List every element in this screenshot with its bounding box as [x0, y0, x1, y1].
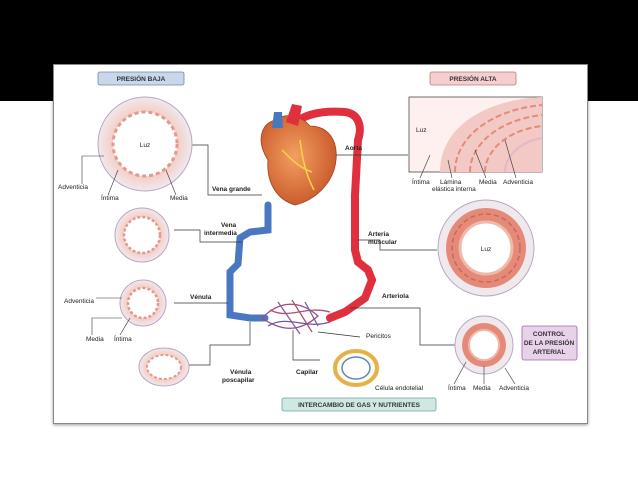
label-vena-intermedia-1: Vena [221, 222, 237, 229]
header-low-pressure: PRESIÓN BAJA [97, 71, 185, 86]
label-intima-top: Íntima [101, 193, 119, 202]
label-venula: Vénula [190, 294, 212, 301]
label-adventicia-bottom: Adventicia [64, 298, 94, 305]
label-venula-poscapilar-1: Vénula [230, 369, 252, 376]
label-adventicia-aorta: Adventicia [503, 179, 533, 186]
svg-text:CONTROL: CONTROL [533, 331, 565, 338]
svg-text:PRESIÓN ALTA: PRESIÓN ALTA [449, 74, 496, 83]
label-media-bottom: Media [86, 336, 104, 343]
label-media-top: Media [170, 195, 188, 202]
vein-large-cross-section: Luz [97, 96, 193, 192]
label-capilar: Capilar [296, 369, 319, 376]
svg-text:PRESIÓN BAJA: PRESIÓN BAJA [117, 74, 166, 83]
svg-text:Luz: Luz [481, 246, 491, 253]
svg-text:DE LA PRESIÓN: DE LA PRESIÓN [524, 338, 575, 347]
label-adventicia-top: Adventicia [58, 184, 88, 191]
label-aorta: Aorta [345, 145, 362, 152]
header-exchange: INTERCAMBIO DE GAS Y NUTRIENTES [281, 397, 437, 412]
header-control-pressure: CONTROL DE LA PRESIÓN ARTERIAL [521, 325, 578, 361]
label-lamina-2: elástica interna [432, 186, 476, 193]
svg-text:Luz: Luz [140, 142, 150, 149]
label-vena-grande: Vena grande [212, 186, 251, 193]
label-arteria-muscular-1: Arteria [368, 231, 389, 238]
label-celula-endotelial: Célula endotelial [375, 385, 424, 392]
label-intima-aorta: Íntima [412, 177, 430, 186]
layer-leader-lines [81, 139, 517, 385]
venule-cross-section [119, 279, 167, 327]
muscular-artery-cross-section: Luz [437, 199, 535, 297]
arterial-path [286, 107, 377, 322]
label-vena-intermedia-2: intermedia [204, 230, 237, 237]
vein-intermediate-cross-section [114, 207, 170, 263]
svg-text:INTERCAMBIO DE GAS Y NUTRIENTE: INTERCAMBIO DE GAS Y NUTRIENTES [298, 402, 420, 409]
svg-text:ARTERIAL: ARTERIAL [533, 349, 566, 356]
label-arteriola: Arteriola [382, 293, 409, 300]
heart [260, 104, 337, 206]
label-arteria-muscular-2: muscular [368, 239, 397, 246]
capillary-bed [260, 299, 331, 335]
svg-text:Luz: Luz [416, 127, 426, 134]
postcapillary-venule-cross-section [138, 347, 190, 387]
label-pericitos: Pericitos [366, 333, 392, 340]
venous-path [226, 201, 272, 322]
capillary-cross-section [333, 349, 379, 387]
aorta-wall-detail: Luz [408, 96, 543, 173]
label-media-arteriole: Media [473, 385, 491, 392]
label-adventicia-arteriole: Adventicia [499, 385, 529, 392]
label-venula-poscapilar-2: poscapilar [222, 377, 255, 384]
arteriole-cross-section [454, 315, 514, 375]
label-media-aorta: Media [479, 179, 497, 186]
header-high-pressure: PRESIÓN ALTA [429, 71, 517, 86]
connector-lines [174, 144, 455, 366]
label-lamina-1: Lámina [440, 179, 462, 186]
label-intima-bottom: Íntima [114, 334, 132, 343]
label-intima-arteriole: Íntima [448, 383, 466, 392]
